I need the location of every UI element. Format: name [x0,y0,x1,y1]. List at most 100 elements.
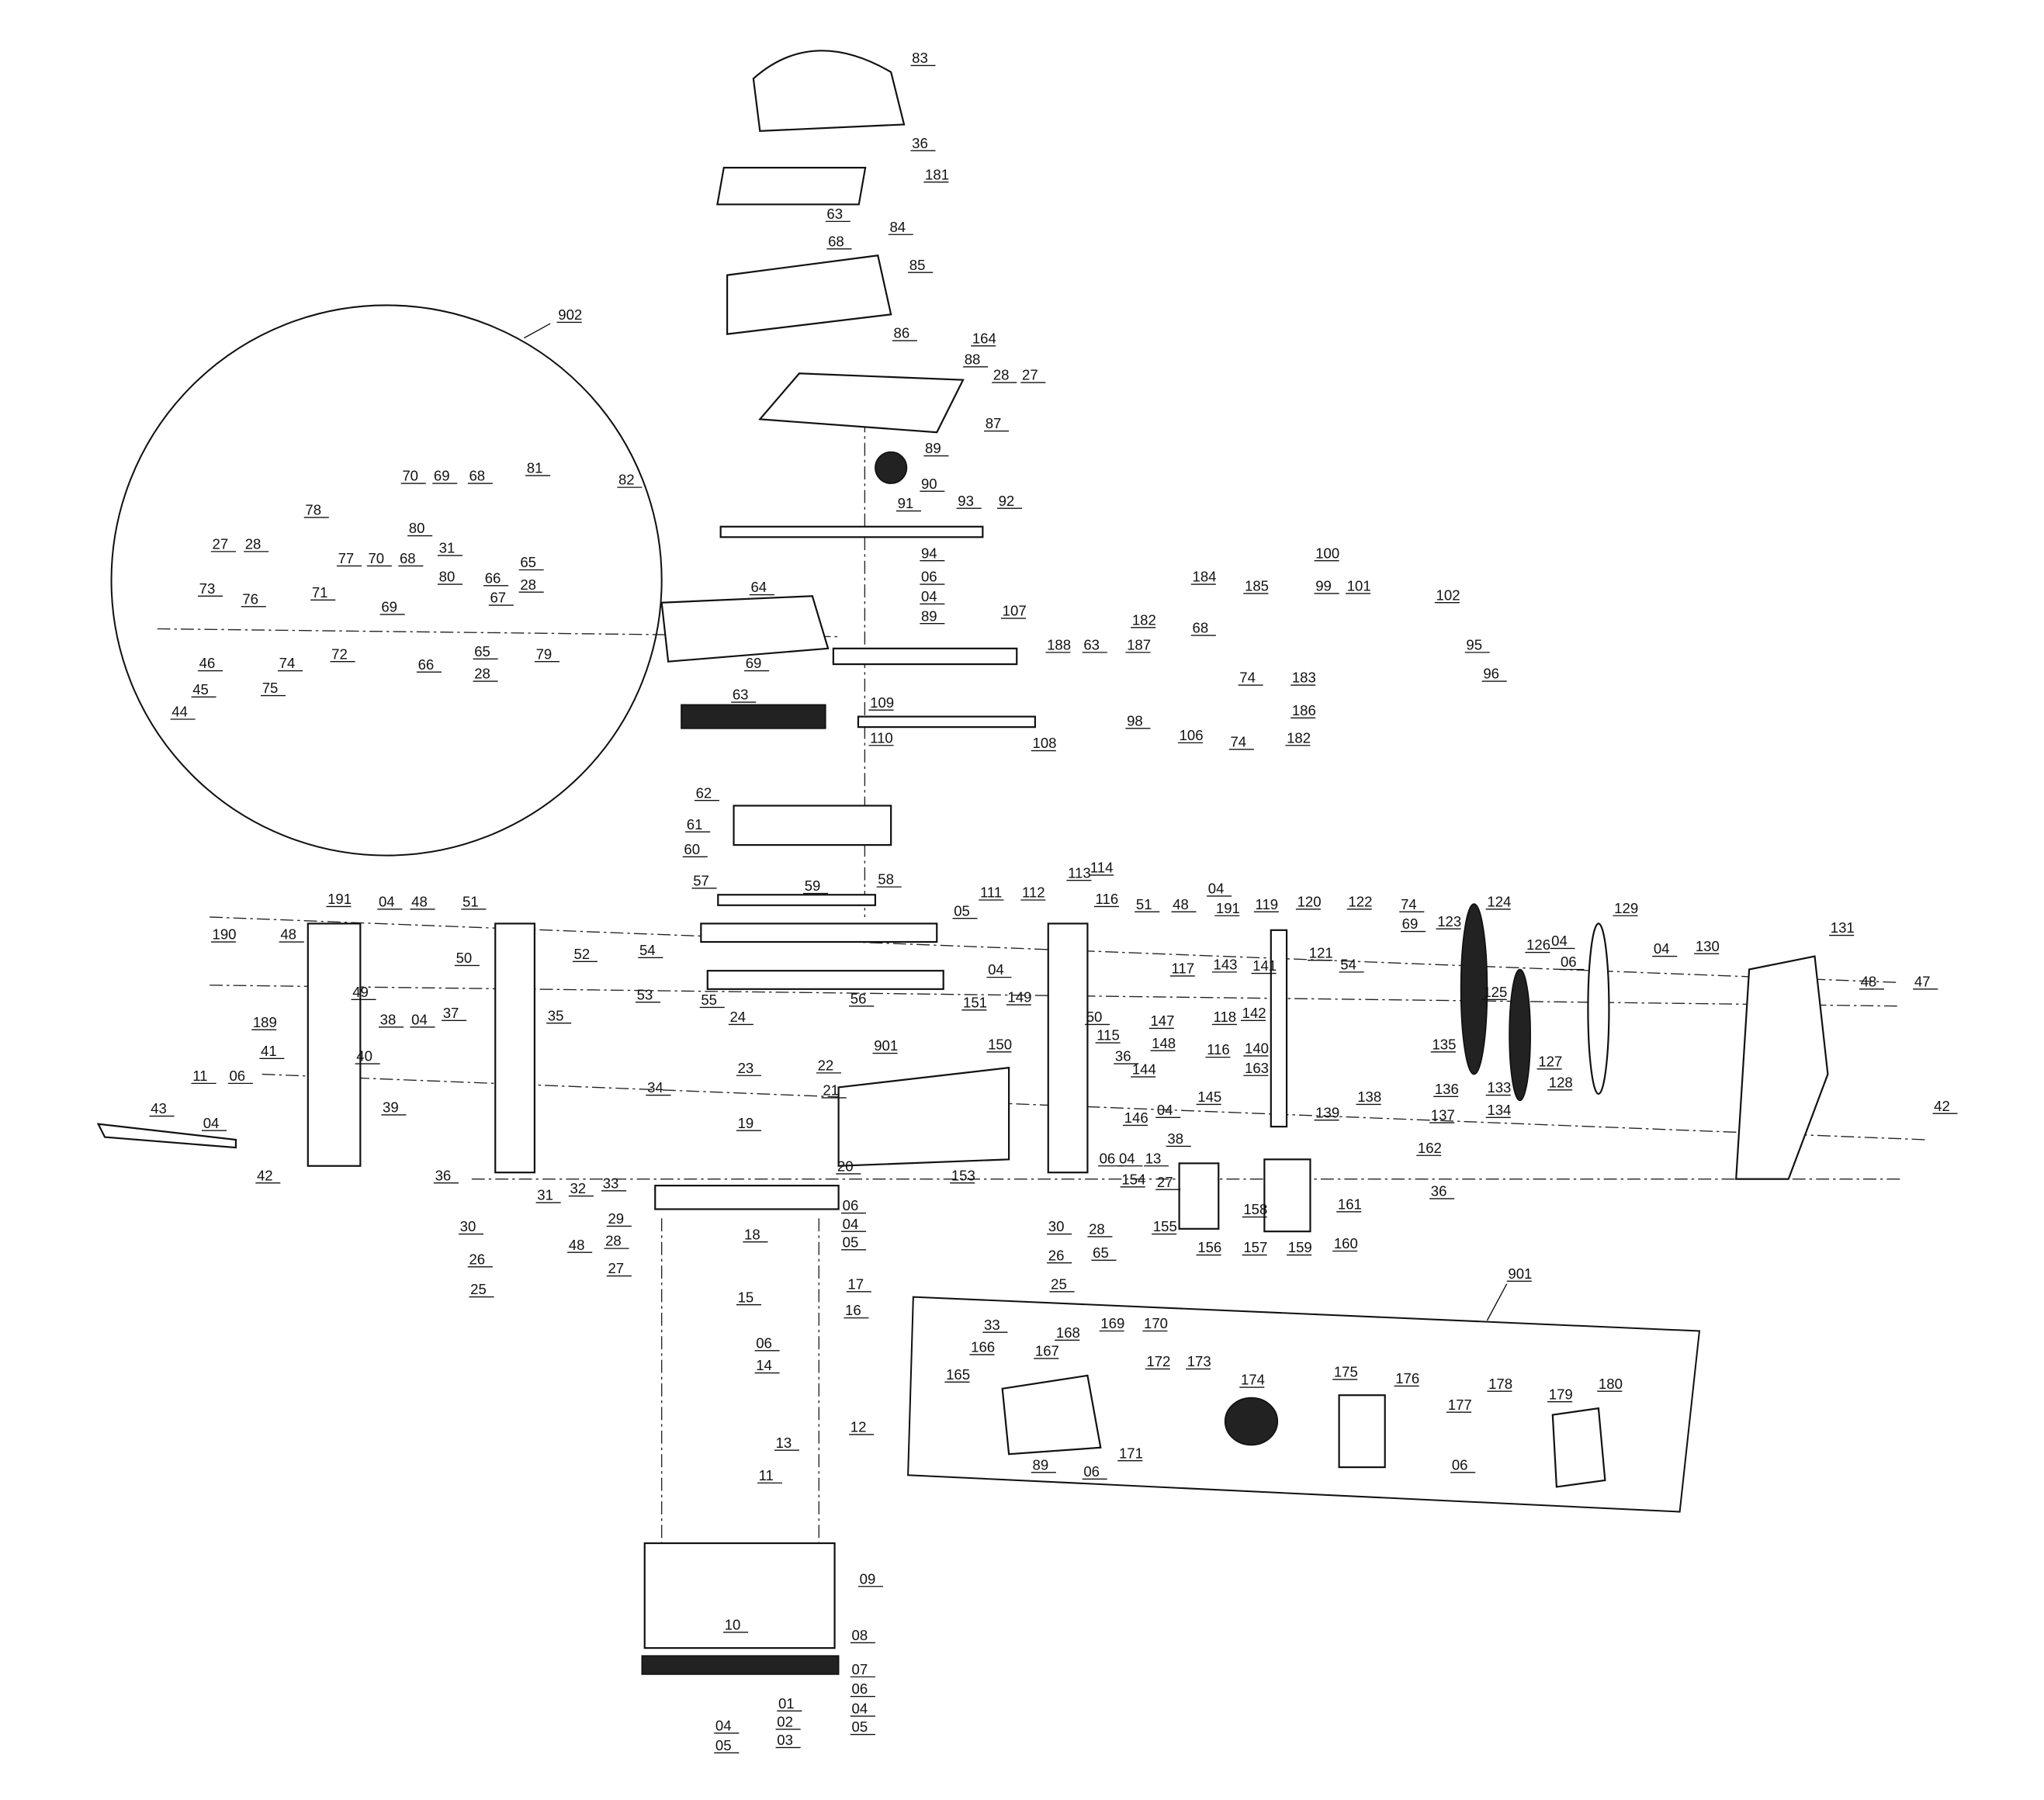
part-callout: 69 [1402,916,1419,932]
part-callout: 38 [1167,1130,1183,1147]
part-callout: 48 [411,893,428,909]
part-callout: 66 [485,569,501,586]
part-callout: 42 [257,1167,273,1183]
part-callout: 106 [1180,727,1204,743]
part-callout: 182 [1287,729,1311,746]
part-callout: 134 [1487,1102,1511,1118]
part-callout: 98 [1127,712,1143,729]
part-callout: 03 [777,1732,793,1748]
stator-175 [1338,1394,1386,1469]
part-callout: 87 [986,415,1002,431]
part-callout: 63 [826,206,843,222]
part-callout: 49 [352,984,369,1000]
part-callout: 82 [618,472,635,488]
part-callout: 36 [1115,1048,1131,1064]
part-callout: 172 [1146,1353,1170,1369]
part-callout: 11 [759,1467,774,1483]
part-callout: 139 [1315,1104,1339,1120]
gear [875,451,908,484]
roller-lower [706,970,944,990]
part-callout: 32 [570,1180,586,1196]
part-callout: 191 [327,891,352,907]
part-callout: 175 [1334,1364,1358,1380]
part-callout: 72 [331,646,348,662]
part-callout: 04 [411,1011,428,1027]
part-callout: 81 [527,460,543,476]
part-callout: 157 [1243,1239,1267,1255]
part-callout: 167 [1035,1343,1059,1359]
shaft [719,525,984,538]
part-callout: 10 [725,1616,741,1632]
part-callout: 16 [845,1302,861,1318]
part-callout: 06 [1100,1150,1116,1166]
part-callout: 89 [925,440,941,456]
base-housing [660,595,830,663]
top-cover-plate [716,167,867,206]
part-callout: 06 [1452,1456,1468,1473]
part-callout: 70 [368,550,384,566]
part-callout: 69 [434,468,450,484]
part-callout: 07 [852,1661,868,1677]
part-callout: 100 [1315,545,1339,561]
part-callout: 75 [262,680,279,696]
part-callout: 08 [852,1627,868,1643]
part-callout: 50 [1086,1009,1103,1025]
part-callout: 144 [1132,1061,1156,1078]
top-cover [726,254,892,335]
dust-hood [752,50,906,133]
detail-circle-902 [110,304,663,857]
part-callout: 04 [715,1717,732,1733]
part-callout: 11 [192,1068,207,1084]
part-callout: 94 [921,545,937,561]
cutter-block [733,805,892,846]
part-callout: 25 [470,1281,487,1297]
part-callout: 68 [469,468,485,484]
part-callout: 27 [1157,1174,1173,1190]
part-callout: 92 [999,493,1015,509]
part-callout: 04 [1654,940,1670,957]
part-callout: 111 [980,884,1002,901]
part-callout: 21 [823,1082,839,1099]
part-callout: 41 [261,1043,277,1059]
part-callout: 06 [921,569,937,585]
part-callout: 84 [889,219,906,235]
part-callout: 65 [474,643,490,659]
part-callout: 28 [605,1233,622,1249]
part-callout: 47 [1914,973,1931,989]
part-callout: 27 [608,1260,624,1276]
part-callout: 116 [1096,891,1119,907]
part-callout: 74 [279,655,296,671]
part-callout: 155 [1153,1218,1177,1234]
part-callout: 141 [1252,957,1277,974]
part-callout: 05 [843,1234,859,1250]
brush-strip [681,704,826,729]
part-callout: 22 [818,1058,834,1074]
part-callout: 28 [1089,1221,1105,1238]
part-callout: 06 [756,1334,772,1351]
part-callout: 168 [1056,1324,1080,1341]
part-callout: 901 [874,1037,898,1054]
part-callout: 17 [847,1276,864,1292]
belt [641,1655,840,1675]
part-callout: 50 [456,950,473,966]
part-callout: 05 [852,1719,868,1735]
part-callout: 182 [1132,611,1156,628]
part-callout: 27 [213,535,229,552]
part-callout: 128 [1549,1074,1573,1090]
handle [96,1123,237,1149]
part-callout: 191 [1216,900,1240,916]
part-callout: 135 [1432,1036,1456,1052]
end-cap-180 [1551,1407,1606,1488]
part-callout: 58 [878,871,894,888]
part-callout: 156 [1197,1239,1221,1255]
part-callout: 101 [1347,578,1371,594]
part-callout: 09 [860,1570,876,1587]
part-callout: 38 [380,1011,397,1027]
part-callout: 76 [242,590,258,607]
part-callout: 60 [684,841,700,857]
part-callout: 06 [852,1681,868,1697]
part-callout: 173 [1187,1353,1211,1369]
part-callout: 20 [837,1158,854,1175]
part-callout: 148 [1152,1035,1176,1051]
part-callout: 143 [1214,956,1238,972]
